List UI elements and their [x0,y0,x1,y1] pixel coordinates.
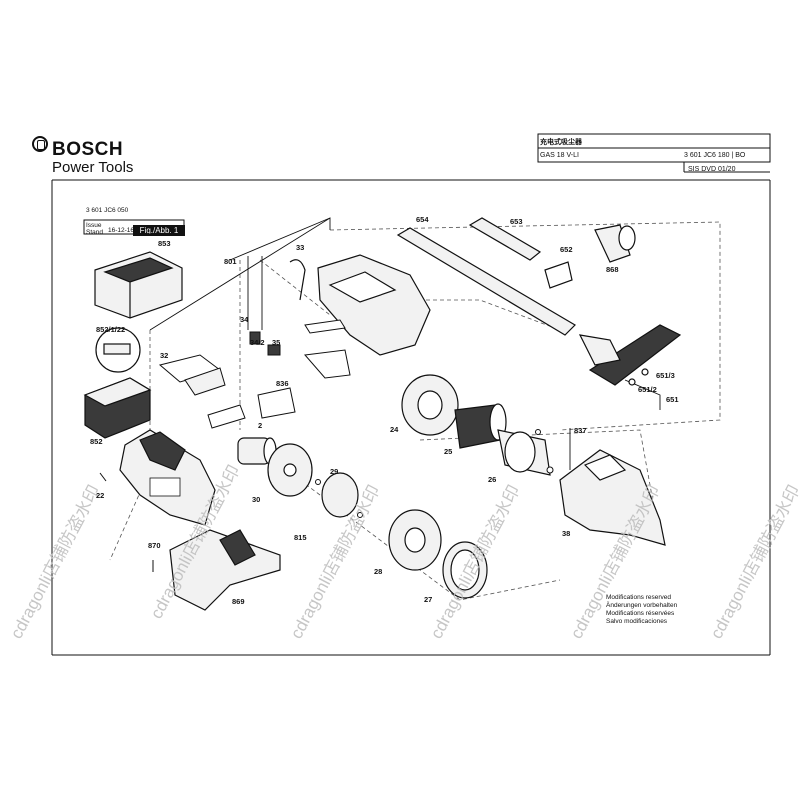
top-housing-part [289,254,431,356]
bracket-lines [149,217,661,470]
callout-34-2: 34/2 [250,338,265,347]
callout-815: 815 [294,533,307,542]
callout-27: 27 [424,595,432,604]
modifications-line-4: Salvo modificaciones [606,618,668,625]
callout-651: 651 [666,395,679,404]
adapter-part [594,224,636,263]
callout-35: 35 [272,338,280,347]
cyclone-part [497,429,551,476]
nozzle-parts [468,217,573,289]
extension-tube-part [396,227,576,336]
callout-868: 868 [606,265,619,274]
wall-mount-part [169,529,281,611]
callout-853: 853 [158,239,171,248]
battery-part [83,327,152,439]
callout-852-1-22: 852/1/22 [96,325,125,334]
sis-code: SIS DVD 01/20 [688,166,736,173]
callout-24: 24 [390,425,399,434]
housing-part [119,429,216,526]
callout-869: 869 [232,597,245,606]
callout-837: 837 [574,426,587,435]
callout-651-2: 651/2 [638,385,657,394]
callout-25: 25 [444,447,452,456]
brand-subtitle: Power Tools [52,159,134,176]
frame-lines [51,133,771,656]
small-parts [158,319,351,429]
screw-parts [99,429,554,572]
callout-29: 29 [330,467,338,476]
watermark-text: cdragonli店铺防盗水印 [7,482,104,642]
issue-label: Issue Stand [86,222,103,237]
brand-name: BOSCH [52,139,124,160]
dust-container-part [559,449,666,546]
part-number: 3 601 JC6 180 | BO [684,152,746,159]
callout-38: 38 [562,529,570,538]
product-name: 充电式吸尘器 [540,139,582,146]
floor-nozzle-part [578,324,682,386]
charger-part [94,251,183,319]
drawing-code: 3 601 JC6 050 [86,207,129,214]
filter-part [454,403,507,449]
ring-parts [388,509,488,599]
modifications-line-3: Modifications réservées [606,610,675,617]
issue-date: 16-12-16 [108,227,135,234]
modifications-line-1: Modifications reserved [606,594,672,601]
callout-652: 652 [560,245,573,254]
watermark-text: cdragonli店铺防盗水印 [707,482,800,642]
callout-33: 33 [296,243,304,252]
callout-labels: 853 801 33 654 653 652 868 852/1/22 34 3… [90,215,679,606]
callout-801: 801 [224,257,237,266]
filter-cover-part [401,374,459,436]
model-name: GAS 18 V-LI [540,152,579,159]
figure-label: Fig./Abb. 1 [133,225,185,236]
modifications-line-2: Änderungen vorbehalten [606,602,678,609]
callout-836: 836 [276,379,289,388]
callout-34: 34 [240,315,249,324]
callout-22: 22 [96,491,104,500]
callout-26: 26 [488,475,496,484]
callout-653: 653 [510,217,523,226]
callout-30: 30 [252,495,260,504]
callout-28: 28 [374,567,382,576]
callout-870: 870 [148,541,161,550]
watermark-text: cdragonli店铺防盗水印 [427,482,524,642]
bosch-logo-icon [32,136,48,152]
callout-852: 852 [90,437,103,446]
fan-part [267,443,359,518]
callout-654: 654 [416,215,429,224]
callout-2: 2 [258,421,262,430]
callout-651-3: 651/3 [656,371,675,380]
callout-32: 32 [160,351,168,360]
